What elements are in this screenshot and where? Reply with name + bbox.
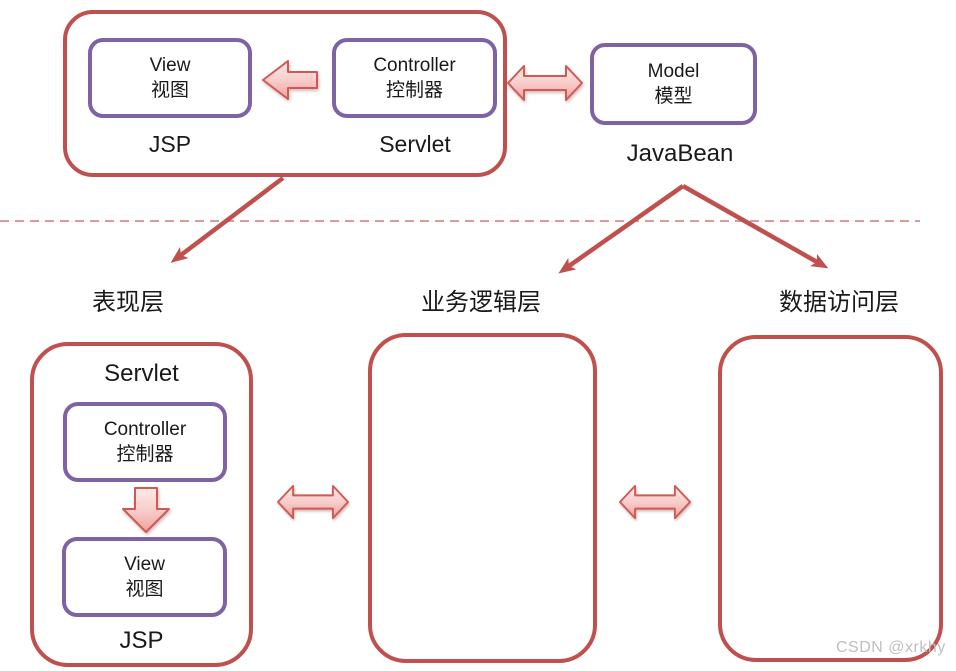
view-box-top: View 视图 (88, 38, 252, 118)
jsp-label-bottom: JSP (119, 627, 164, 654)
presentation-layer-label: 表现层 (92, 289, 164, 316)
block-arrow-double-icon-top (507, 65, 583, 101)
servlet-label-bottom: Servlet (104, 360, 179, 387)
jsp-label-top: JSP (148, 131, 192, 157)
csdn-watermark: CSDN @xrkhy (836, 639, 946, 656)
view-label-zh: 视图 (150, 80, 189, 101)
flow-arrow-to-business (558, 184, 685, 274)
controller-label-zh: 控制器 (385, 80, 443, 101)
flow-arrow-to-data-access (681, 184, 829, 269)
controller-label-en: Controller (373, 55, 456, 76)
block-arrow-double-icon-bottom-right (619, 484, 691, 520)
business-logic-tier-container (368, 333, 597, 663)
controller-box-top: Controller 控制器 (332, 38, 497, 118)
view-box-bottom: View 视图 (62, 537, 227, 617)
view-label-en: View (149, 55, 191, 76)
block-arrow-down-icon (122, 487, 170, 533)
flow-arrow-to-presentation (170, 176, 285, 263)
controller-box-bottom: Controller 控制器 (63, 402, 227, 482)
controller-label-en: Controller (103, 419, 187, 440)
model-box: Model 模型 (590, 43, 757, 125)
servlet-label-top: Servlet (379, 131, 451, 157)
javabean-label: JavaBean (626, 140, 734, 167)
data-access-layer-label: 数据访问层 (779, 289, 899, 316)
block-arrow-double-icon-bottom-left (277, 484, 350, 520)
view-label-en: View (124, 554, 165, 575)
view-label-zh: 视图 (125, 579, 164, 600)
data-access-tier-container (718, 335, 943, 662)
model-label-zh: 模型 (654, 86, 693, 107)
block-arrow-left-icon (262, 60, 318, 100)
business-logic-layer-label: 业务逻辑层 (421, 289, 541, 316)
controller-label-zh: 控制器 (116, 444, 174, 465)
model-label-en: Model (647, 61, 700, 82)
